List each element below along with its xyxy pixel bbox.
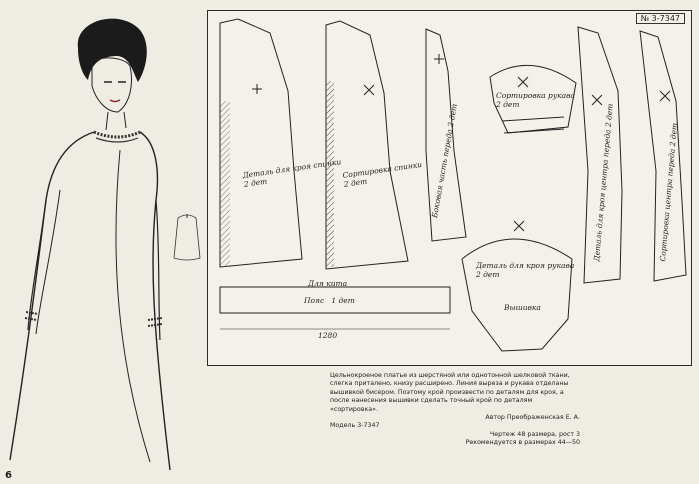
label-strap-length: 1280 <box>318 331 338 340</box>
caption-author: Автор Преображенская Е. А. <box>485 414 580 422</box>
caption: Цельнокроеное платье из шерстяной или од… <box>330 372 580 448</box>
caption-size: Чертеж 48 размера, рост 3 <box>489 430 580 438</box>
caption-recommended: Рекомендуется в размерах 44—50 <box>465 439 580 447</box>
pattern-drawing <box>219 18 687 352</box>
caption-model: Модель 3-7347 <box>330 422 380 430</box>
caption-description: Цельнокроеное платье из шерстяной или од… <box>330 372 570 413</box>
fashion-illustration <box>9 18 201 471</box>
label-strap: Пояс 1 дет <box>304 296 355 305</box>
label-strap-top: Для кита <box>308 279 348 288</box>
label-embroidery: Вышивка <box>504 303 541 312</box>
page-number: 6 <box>5 470 12 481</box>
pattern-sheet: № 3-7347 <box>207 10 692 366</box>
pattern-code: № 3-7347 <box>635 13 685 24</box>
